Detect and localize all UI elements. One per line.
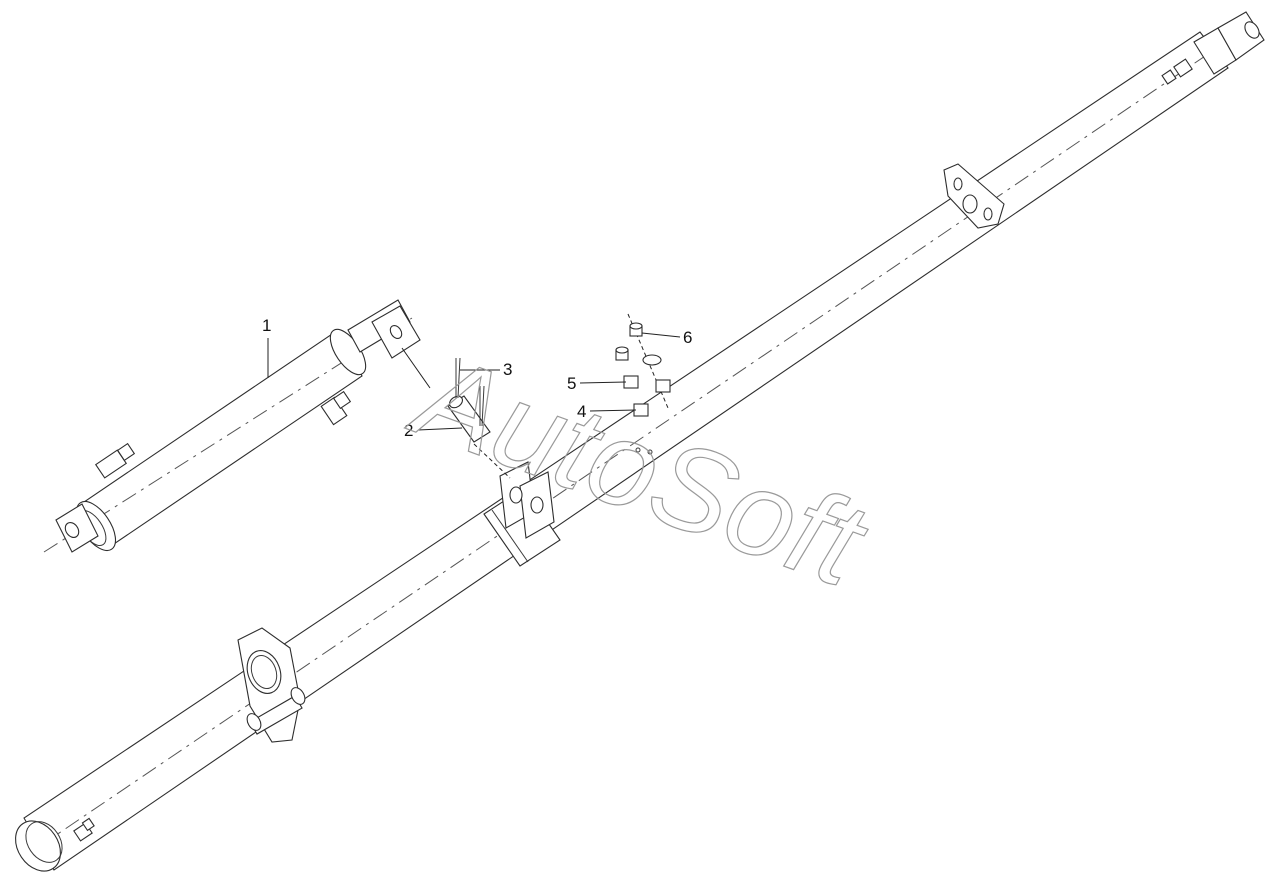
bolt-5-left xyxy=(615,346,629,361)
callout-5: 5 xyxy=(567,374,627,393)
callout-3: 3 xyxy=(460,360,512,379)
pin-assembly xyxy=(447,357,491,443)
grease-fitting-lower xyxy=(73,817,95,842)
bolt-6 xyxy=(629,322,643,337)
washer xyxy=(642,354,662,366)
callout-4: 4 xyxy=(577,402,637,421)
callout-6: 6 xyxy=(641,328,692,347)
lower-bracket-bolt xyxy=(246,687,306,735)
callout-4-label: 4 xyxy=(577,402,586,421)
nut-5 xyxy=(623,375,671,393)
callout-2: 2 xyxy=(404,421,463,440)
main-tube-end-cap xyxy=(15,820,61,872)
callout-3-label: 3 xyxy=(503,360,512,379)
main-tube-centerline xyxy=(39,49,1215,847)
main-tube-rod-end xyxy=(1161,11,1265,85)
upper-mounting-bracket xyxy=(943,163,1005,229)
cylinder-port-upper xyxy=(320,390,352,426)
callout-1-label: 1 xyxy=(262,316,271,335)
cylinder-barrel xyxy=(83,329,363,549)
cylinder-port-lower xyxy=(94,442,136,479)
hydraulic-cylinder xyxy=(43,299,511,553)
callout-1: 1 xyxy=(262,316,271,378)
main-tube xyxy=(15,11,1265,872)
center-clamp xyxy=(483,461,561,567)
callout-6-label: 6 xyxy=(683,328,692,347)
callout-5-label: 5 xyxy=(567,374,576,393)
fastener-set xyxy=(615,313,671,455)
callout-2-label: 2 xyxy=(404,421,413,440)
